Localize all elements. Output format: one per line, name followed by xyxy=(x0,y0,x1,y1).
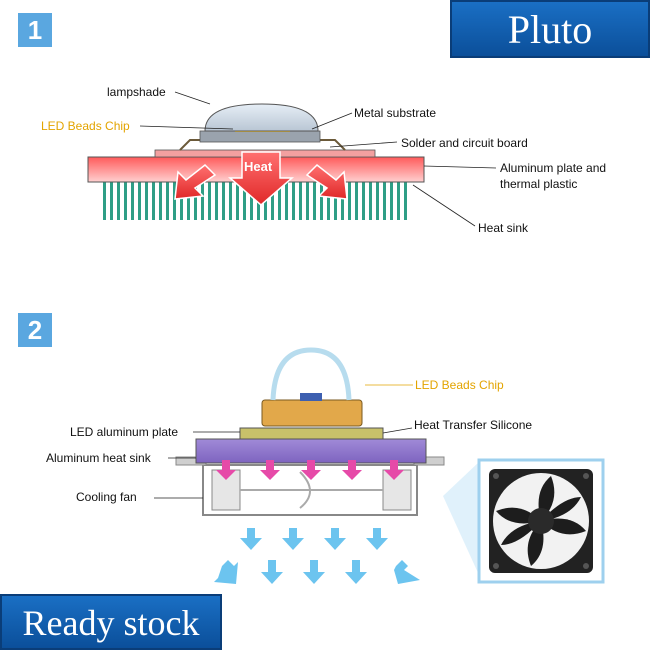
label-aluminum-heat-sink: Aluminum heat sink xyxy=(46,451,151,465)
step-2-badge: 2 xyxy=(18,313,52,347)
label-aluminum-plate-line1: Aluminum plate and xyxy=(500,161,607,175)
airflow-arrows-2 xyxy=(214,528,420,584)
label-aluminum-plate-line2: thermal plastic xyxy=(500,177,578,191)
led-chip-body-2 xyxy=(261,399,363,427)
label-heat-transfer-silicone: Heat Transfer Silicone xyxy=(414,418,533,432)
led-aluminum-plate-2 xyxy=(239,427,384,440)
label-metal-substrate: Metal substrate xyxy=(354,106,437,120)
led-die-2 xyxy=(300,393,322,401)
heat-arrows-1 xyxy=(174,151,348,206)
label-heat-sink: Heat sink xyxy=(478,221,529,235)
metal-substrate-1 xyxy=(199,130,321,143)
label-led-beads-chip-1: LED Beads Chip xyxy=(41,119,130,133)
label-led-aluminum-plate: LED aluminum plate xyxy=(70,425,179,439)
step-1-badge: 1 xyxy=(18,13,52,47)
brand-banner: Pluto xyxy=(450,0,650,58)
led-dome-2 xyxy=(270,347,352,401)
label-led-beads-chip-2: LED Beads Chip xyxy=(415,378,504,392)
heat-arrows-2 xyxy=(216,460,404,480)
label-heat: Heat xyxy=(244,159,273,174)
aluminum-heat-sink-2 xyxy=(195,438,427,464)
lampshade-dome-1 xyxy=(204,103,319,132)
label-lampshade: lampshade xyxy=(107,85,166,99)
fan-photo-inset xyxy=(489,469,593,573)
label-solder-circuit-board: Solder and circuit board xyxy=(401,136,528,150)
ready-stock-banner: Ready stock xyxy=(0,594,222,650)
label-cooling-fan: Cooling fan xyxy=(76,490,137,504)
